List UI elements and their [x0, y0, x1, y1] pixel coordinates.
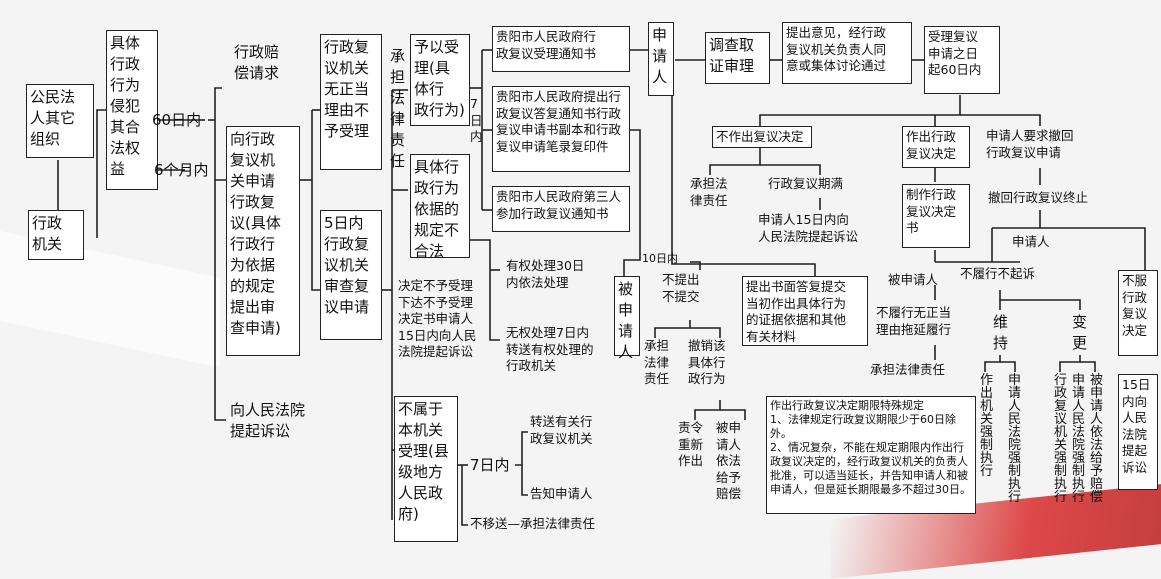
liability-bottom: 承担法律责任: [870, 362, 946, 377]
review-expired: 行政复议期满: [768, 176, 844, 191]
v-compensate: 被申请人依法给予赔偿: [1090, 373, 1104, 505]
apply-review-box: 向行政 复议机 关申请 行政复 议(具体 行政行 为依据 的规定 提出审 查申请…: [226, 126, 300, 356]
within-7-days-vertical: 7 日 内: [470, 96, 483, 144]
maintain: 维 持: [993, 313, 1009, 352]
basis-illegal-box: 具体行 政行为 依据的 规定不 合法: [410, 154, 470, 260]
respondent-label: 被申请人: [888, 272, 939, 287]
change: 变 更: [1072, 313, 1088, 352]
accept-box: 予以受 理(具 体行 政行为): [410, 34, 470, 126]
no-decision-box: 不作出复议决定: [712, 126, 812, 148]
v-agency-enforce: 作出机关强制执行: [980, 373, 994, 479]
withdraw-terminate: 撤回行政复议终止: [988, 190, 1089, 205]
not-belong-box: 不属于 本机关 受理(县 级地方 人民政 府): [394, 396, 458, 542]
v-court-enforce: 申请人民法院强制执行: [1008, 373, 1022, 505]
compensation-request: 行政赔 偿请求: [234, 43, 280, 82]
sue-within-15-days: 申请人15日内向 人民法院提起诉讼: [758, 212, 859, 244]
notice-reply-box: 贵阳市人民政府提出行 政复议答复通知书行政 复议申请书副本和行政 复议申请笔录复…: [492, 86, 630, 172]
within-60-days: 60日内: [152, 111, 202, 129]
liability-no-decision: 承担法 律责任: [690, 176, 728, 208]
no-accept-box: 行政复 议机关 无正当 理由不 予受理: [320, 34, 382, 170]
applicant-box: 申 请 人: [648, 22, 674, 96]
citizen-box: 公民法 人其它 组织: [26, 84, 94, 158]
no-perform-no-sue: 不履行不起诉: [960, 266, 1036, 281]
order-redo: 责令 重新 作出: [678, 420, 704, 468]
reject-decision: 决定不予受理 下达不予受理 决定书申请人 15日内向人民 法院提起诉讼: [398, 278, 477, 359]
notify-applicant: 告知申请人: [530, 486, 593, 501]
no-power-7-days: 无权处理7日内 转送有权处理的 行政机关: [506, 325, 594, 373]
no-submit: 不提出 不提交: [662, 272, 700, 304]
within-7-days: 7日内: [470, 456, 510, 474]
agency-box: 行政 机关: [28, 210, 84, 260]
liability-branch: 承担 法律 责任: [644, 338, 670, 386]
applicant-label: 申请人: [1012, 234, 1050, 249]
special-rules-box: 作出行政复议决定期限特殊规定 1、法律规定行政复议期限少于60日除外。 2、情况…: [766, 396, 976, 514]
submit-materials-box: 提出书面答复提交 当初作出具体行为 的证据依据和其他 有关材料: [742, 276, 868, 346]
opinion-box: 提出意见，经行政 复议机关负责人同 意或集体讨论通过: [782, 22, 912, 84]
review5-box: 5日内 行政复 议机关 审查复 议申请: [320, 210, 382, 340]
withdraw-request: 申请人要求撤回 行政复议申请: [986, 128, 1074, 160]
liability-vertical: 承 担 法 律 责 任: [390, 47, 406, 170]
sue-15-days-box: 15日 内向 人民 法院 提起 诉讼: [1118, 374, 1158, 490]
respondent-compensate: 被申 请人 依法 给予 赔偿: [716, 420, 742, 501]
transfer-other: 转送有关行 政复议机关: [530, 414, 593, 446]
infringe-box: 具体 行政 行为 侵犯 其合 法权 益: [106, 30, 158, 190]
no-reason-delay: 不履行无正当 理由拖延履行: [876, 305, 952, 337]
within-6-months: 6个月内: [154, 161, 209, 179]
court-direct: 向人民法院 提起诉讼: [230, 401, 306, 440]
not-transfer: 不移送—承担法律责任: [470, 516, 596, 531]
investigate-box: 调查取 证审理: [705, 32, 770, 84]
revoke-act: 撤销该 具体行 政行为: [688, 338, 726, 386]
within-10-days: 10日内: [642, 252, 678, 265]
not-accept-decision-box: 不服 行政 复议 决定: [1118, 270, 1158, 356]
notice-third-party-box: 贵阳市人民政府第三人 参加行政复议通知书: [492, 186, 630, 232]
power-30-days: 有权处理30日 内依法处理: [506, 258, 585, 290]
v-court-enforce-2: 申请人民法院强制执行: [1072, 373, 1086, 505]
respondent-box: 被 申 请 人: [614, 276, 640, 361]
make-decision-box: 作出行政 复议决定: [902, 126, 970, 168]
connector-lines: [57, 49, 1146, 526]
notice-accept-box: 贵阳市人民政府行 政复议受理通知书: [492, 26, 630, 72]
accept-60-days-box: 受理复议 申请之日 起60日内: [924, 26, 1000, 94]
v-review-enforce: 行政复议机关强制执行: [1054, 373, 1068, 505]
draft-decision-box: 制作行政 复议决定 书: [902, 184, 970, 248]
